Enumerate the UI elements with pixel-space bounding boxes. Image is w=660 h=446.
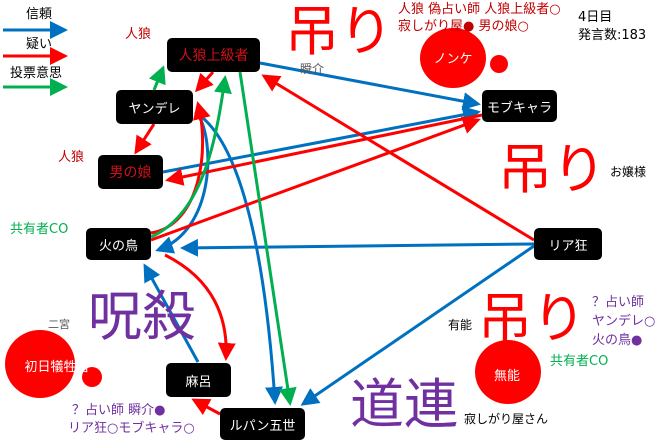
- michizure-player: 寂しがり屋さん: [464, 412, 549, 426]
- node-yandere[interactable]: ヤンデレ: [116, 90, 193, 124]
- trust-arrow: [143, 263, 200, 363]
- co-label: 共有者CO: [10, 222, 69, 237]
- blood-splat: [475, 340, 541, 404]
- seer-result: ？占い師: [592, 295, 645, 310]
- hang-label: 吊り: [478, 287, 586, 350]
- doubt-arrow: [261, 74, 535, 242]
- node-otokonoko[interactable]: 男の娘: [98, 155, 163, 189]
- vote-arrow: [238, 71, 297, 406]
- hanged-player: お嬢様: [610, 165, 647, 179]
- seer-result: 火の鳥●: [592, 333, 643, 348]
- node-hinotori[interactable]: 火の鳥: [86, 228, 151, 260]
- node-maro[interactable]: 麻呂: [166, 363, 231, 397]
- trust-arrow: [259, 61, 481, 111]
- day-label: 4日目: [578, 10, 613, 25]
- post-count: 発言数:183: [578, 28, 647, 43]
- trust-arrow: [162, 105, 481, 174]
- hanged-player: 瞬介: [300, 62, 325, 76]
- cursed-player: 二宮: [48, 318, 70, 331]
- hang-label: 吊り: [498, 138, 606, 201]
- trust-arrow: [180, 238, 535, 257]
- seer-result: 寂しがり屋● 男の娘○: [398, 19, 529, 34]
- legend-doubt-label: 疑い: [26, 37, 53, 52]
- trust-arrow: [194, 110, 283, 405]
- doubt-arrow: [150, 116, 481, 242]
- node-riakyo[interactable]: リア狂: [534, 228, 602, 260]
- seer-result: ？占い師 瞬介●: [72, 403, 166, 418]
- node-jinro-joukyusha[interactable]: 人狼上級者: [167, 38, 260, 72]
- node-lupin-gosei[interactable]: ルパン五世: [220, 408, 305, 440]
- node-shonichi-giseisha[interactable]: 初日犠牲者: [24, 359, 90, 375]
- seer-result: 人狼 偽占い師 人狼上級者○: [398, 2, 561, 17]
- seer-result: リア狂○モブキャラ○: [68, 421, 195, 436]
- michizure-label: 道連: [350, 373, 458, 436]
- legend-vote-label: 投票意思: [10, 66, 63, 81]
- hanged-player: 有能: [448, 318, 473, 332]
- doubt-arrow: [165, 113, 483, 186]
- node-munou[interactable]: 無能: [493, 368, 520, 384]
- doubt-arrow: [134, 123, 156, 155]
- blood-splat: [82, 367, 102, 387]
- legend-trust-label: 信頼: [26, 7, 53, 22]
- seer-result: ヤンデレ○: [592, 314, 656, 329]
- node-mob-chara[interactable]: モブキャラ: [482, 90, 557, 122]
- blood-splat: [490, 55, 508, 73]
- blood-splat: [5, 330, 75, 398]
- doubt-arrow: [164, 253, 236, 361]
- doubt-arrow: [195, 71, 215, 93]
- hang-label: 吊り: [285, 0, 393, 63]
- curse-kill-label: 呪殺: [88, 285, 196, 348]
- doubt-arrow: [191, 398, 221, 416]
- vote-arrow: [148, 65, 166, 91]
- co-label: 共有者CO: [550, 354, 609, 369]
- node-nonke[interactable]: ノンケ: [433, 51, 473, 67]
- vote-arrow: [150, 75, 232, 239]
- wolf-label: 人狼: [58, 150, 85, 165]
- wolf-label: 人狼: [125, 27, 152, 42]
- trust-arrow: [300, 244, 535, 406]
- blood-splat: [420, 28, 486, 88]
